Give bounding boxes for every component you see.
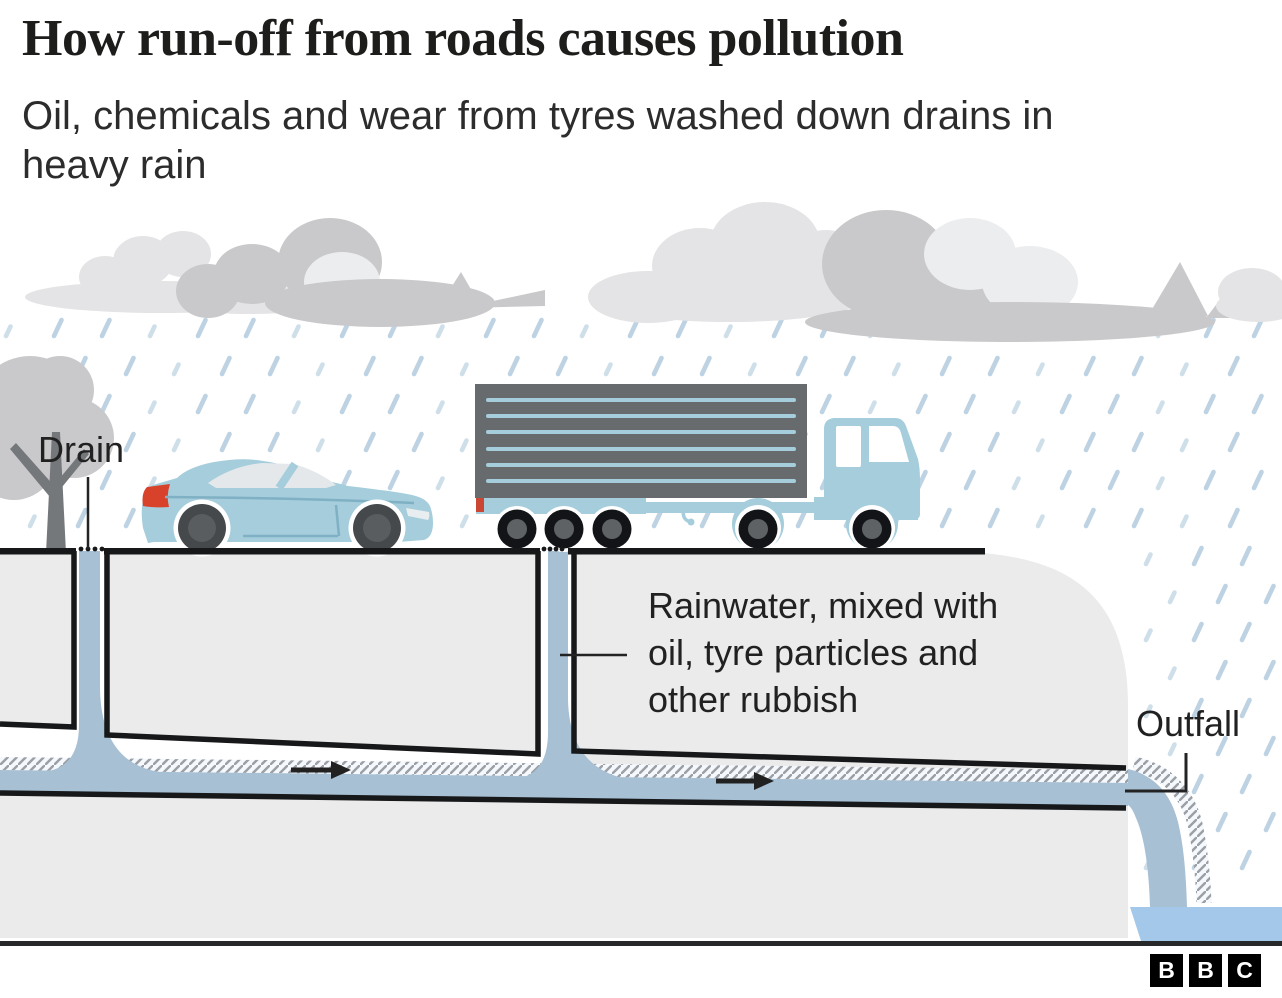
trailer-stripes: [486, 398, 796, 483]
truck-cab-window-rear: [836, 426, 861, 467]
ground-outlines: [0, 551, 1127, 811]
outfall-leader-line: [1125, 753, 1188, 793]
outfall-stream: [1128, 769, 1187, 907]
ground-blocks: [0, 551, 1128, 938]
bbc-logo-letter: C: [1228, 954, 1261, 987]
water-body: [1130, 907, 1282, 941]
bbc-logo: B B C: [1150, 954, 1261, 987]
drain-2-pipe: [514, 551, 642, 789]
bottom-border: [0, 941, 1282, 946]
tree: [0, 356, 114, 553]
drain-1-pipe: [42, 551, 168, 777]
outfall-label: Outfall: [1136, 703, 1241, 744]
truck-tail-light: [476, 498, 484, 512]
outfall-hatch-band: [1132, 756, 1212, 904]
bbc-logo-letter: B: [1189, 954, 1222, 987]
truck-cab-window-front: [869, 426, 909, 462]
bbc-logo-letter: B: [1150, 954, 1183, 987]
car: [141, 459, 433, 557]
truck-wheels: [497, 509, 892, 549]
car-tail-light: [142, 484, 170, 508]
truck: [475, 384, 920, 552]
car-head-light: [406, 508, 430, 520]
rainwater-label: Rainwater, mixed with oil, tyre particle…: [648, 585, 999, 720]
road-surface: [0, 548, 985, 555]
drain-label: Drain: [38, 429, 125, 470]
page-subtitle: Oil, chemicals and wear from tyres washe…: [22, 94, 1054, 187]
flow-arrow-right: [716, 772, 774, 790]
car-windows: [208, 463, 336, 488]
cloud-right: [588, 202, 1282, 342]
cloud-left: [25, 218, 545, 327]
flow-arrow-left: [291, 761, 351, 779]
page-title: How run-off from roads causes pollution: [22, 10, 904, 67]
